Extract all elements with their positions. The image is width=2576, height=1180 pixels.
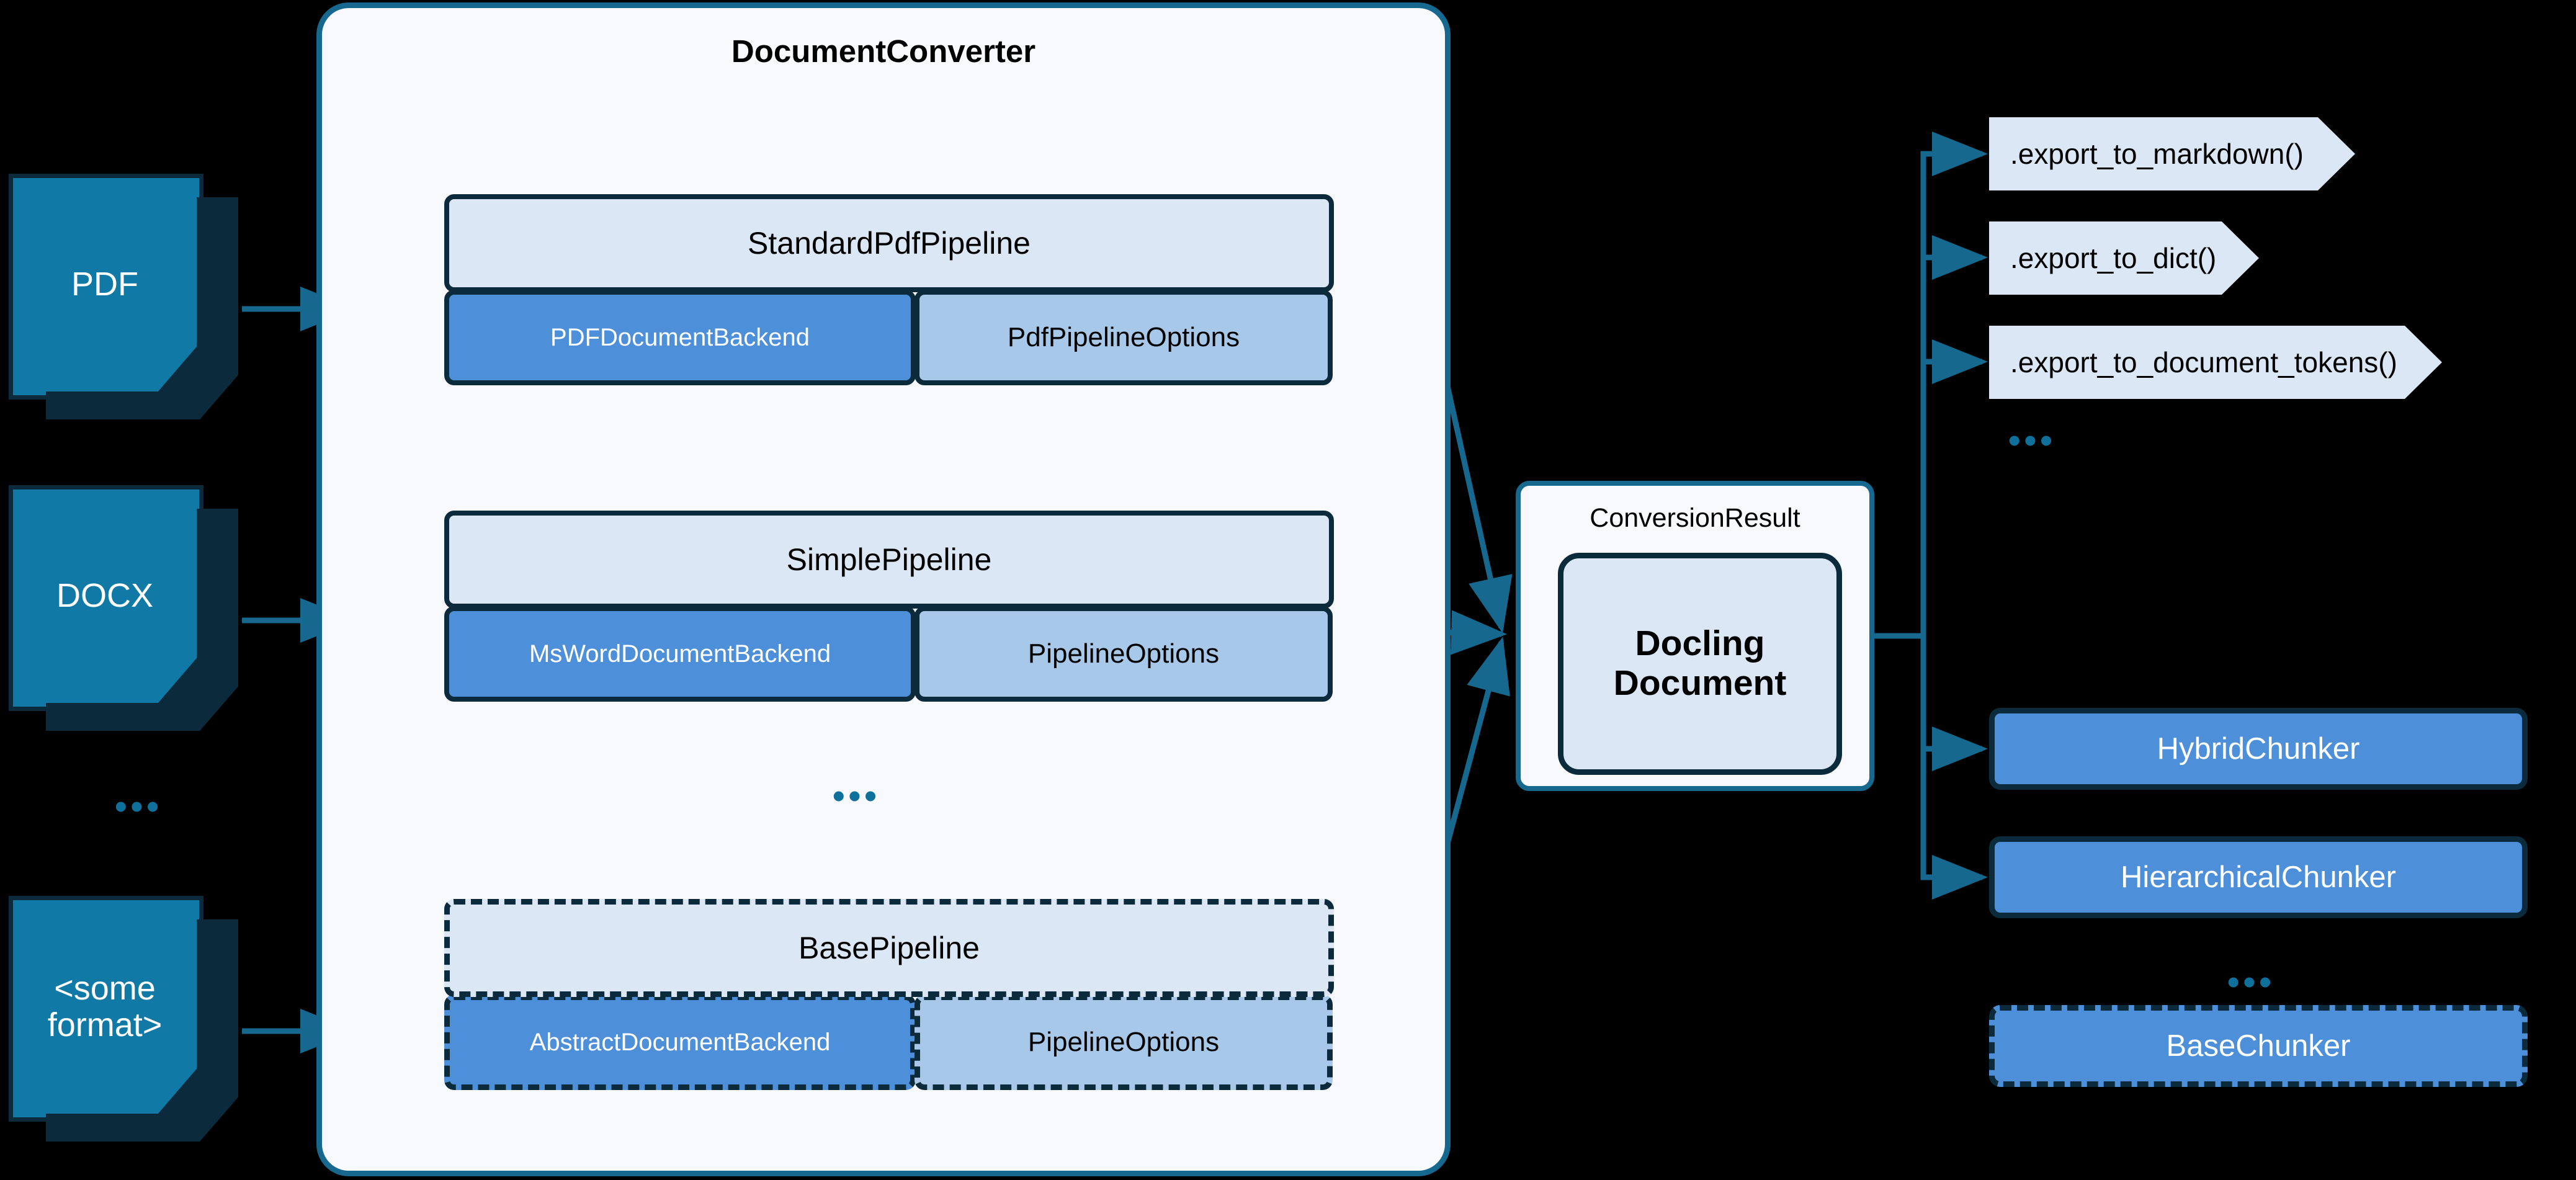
export-to-markdown-shape[interactable]: .export_to_markdown() bbox=[1989, 117, 2355, 190]
chunker-base-label: BaseChunker bbox=[2166, 1029, 2351, 1063]
exports-ellipsis: ••• bbox=[2008, 421, 2056, 460]
inputs-ellipsis: ••• bbox=[115, 787, 163, 826]
input-doc-docx-label: DOCX bbox=[13, 489, 197, 703]
conversion-result-label: ConversionResult bbox=[1590, 503, 1800, 533]
chunker-hierarchical[interactable]: HierarchicalChunker bbox=[1989, 836, 2528, 918]
document-converter-panel: DocumentConverter StandardPdfPipeline PD… bbox=[316, 2, 1451, 1176]
some-format-line2: format> bbox=[47, 1006, 163, 1044]
chunkers-ellipsis: ••• bbox=[2227, 962, 2275, 1001]
pipeline-title-base: BasePipeline bbox=[444, 899, 1334, 997]
docling-document-line2: Document bbox=[1613, 663, 1787, 703]
input-doc-pdf-label: PDF bbox=[13, 178, 197, 391]
chunker-base[interactable]: BaseChunker bbox=[1989, 1005, 2528, 1087]
pipeline-title-standard-pdf: StandardPdfPipeline bbox=[444, 194, 1334, 292]
chunker-hybrid[interactable]: HybridChunker bbox=[1989, 708, 2528, 790]
page-title: DocumentConverter bbox=[731, 34, 1036, 69]
edge-result-to-export-markdown bbox=[1920, 132, 1988, 636]
options-pipelineoptions[interactable]: PipelineOptions bbox=[915, 606, 1333, 702]
backend-abstractdocumentbackend[interactable]: AbstractDocumentBackend bbox=[444, 995, 916, 1090]
options-pipelineoptions-base[interactable]: PipelineOptions bbox=[915, 995, 1333, 1090]
backend-msworddocumentbackend[interactable]: MsWordDocumentBackend bbox=[444, 606, 916, 702]
pipeline-title-simple: SimplePipeline bbox=[444, 511, 1334, 609]
pipelines-ellipsis: ••• bbox=[833, 776, 880, 815]
export-to-document-tokens-label: .export_to_document_tokens() bbox=[2010, 346, 2397, 378]
options-pdfpipelineoptions[interactable]: PdfPipelineOptions bbox=[915, 290, 1333, 385]
pipeline-base-pipeline[interactable]: BasePipeline AbstractDocumentBackend Pip… bbox=[444, 899, 1334, 1090]
docling-document-line1: Docling bbox=[1635, 624, 1765, 664]
edge-result-to-hierarchical-chunker bbox=[1920, 636, 1988, 900]
pipeline-simple-pipeline[interactable]: SimplePipeline MsWordDocumentBackend Pip… bbox=[444, 511, 1334, 702]
some-format-line1: <some bbox=[54, 969, 156, 1007]
export-to-markdown-label: .export_to_markdown() bbox=[2010, 138, 2304, 170]
export-to-dict-label: .export_to_dict() bbox=[2010, 242, 2217, 274]
backend-pdfdocumentbackend[interactable]: PDFDocumentBackend bbox=[444, 290, 916, 385]
export-to-document-tokens-shape[interactable]: .export_to_document_tokens() bbox=[1989, 326, 2442, 399]
chunker-hybrid-label: HybridChunker bbox=[2157, 732, 2360, 766]
chunker-hierarchical-label: HierarchicalChunker bbox=[2121, 860, 2396, 894]
pipeline-standard-pdf-pipeline[interactable]: StandardPdfPipeline PDFDocumentBackend P… bbox=[444, 194, 1334, 385]
export-to-dict-shape[interactable]: .export_to_dict() bbox=[1989, 221, 2259, 295]
